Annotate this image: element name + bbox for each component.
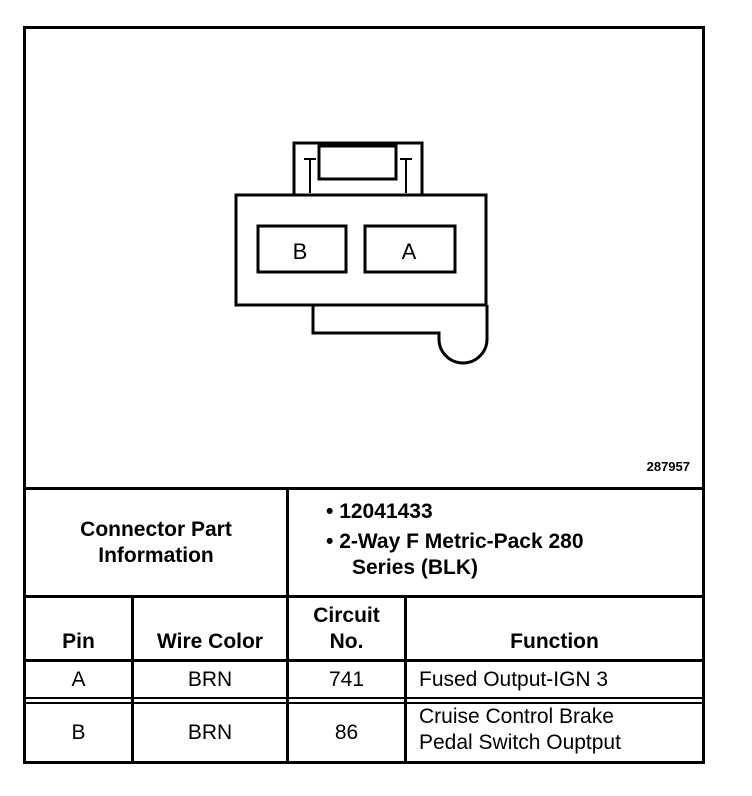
- divider-col-wire: [286, 595, 289, 761]
- connector-lower-tab: [311, 305, 489, 365]
- divider-diagram: [26, 487, 702, 490]
- part-description-line1: 2-Way F Metric-Pack 280: [339, 530, 584, 553]
- cavity-b-label: B: [293, 239, 308, 264]
- divider-col-pin: [131, 595, 134, 761]
- part-info-label-line1: Connector Part: [80, 517, 232, 541]
- cavity-a-box: [363, 224, 457, 274]
- cavity-b-box: [256, 224, 348, 274]
- latch-outer: [292, 141, 424, 195]
- row-b-pin: B: [71, 720, 86, 744]
- part-number: 12041433: [339, 500, 433, 523]
- row-a-circuit: 741: [328, 667, 365, 691]
- divider-part-info: [26, 595, 702, 598]
- divider-part-info-vertical: [286, 487, 289, 597]
- row-b-circuit: 86: [334, 720, 359, 744]
- header-function: Function: [510, 630, 599, 653]
- divider-row-a-2: [26, 702, 702, 704]
- latch-inner: [317, 144, 398, 181]
- latch-tick-left: [304, 158, 316, 193]
- row-a-wire-color: BRN: [187, 667, 233, 691]
- part-info-label: Connector Part Information: [26, 490, 286, 595]
- bullet-dot-icon: •: [326, 530, 334, 553]
- divider-row-a: [26, 697, 702, 699]
- bullet-description: • 2-Way F Metric-Pack 280: [326, 529, 696, 555]
- connector-body: [234, 193, 488, 307]
- header-pin: Pin: [62, 630, 95, 653]
- row-b-function-line1: Cruise Control Brake: [419, 705, 614, 728]
- connector-info-frame: B A 287957 Connector Part Information • …: [23, 26, 705, 764]
- cavity-a-label: A: [402, 239, 417, 264]
- part-description-line2: Series (BLK): [352, 556, 479, 579]
- row-b-function-line2: Pedal Switch Ouptput: [419, 731, 621, 754]
- row-a-pin: A: [71, 667, 86, 691]
- header-wire-color: Wire Color: [157, 630, 263, 653]
- bullet-part-number: • 12041433: [326, 499, 696, 525]
- row-b-wire-color: BRN: [187, 720, 233, 744]
- header-circuit-line1: Circuit: [313, 603, 380, 627]
- part-info-bullets: • 12041433 • 2-Way F Metric-Pack 280 Ser…: [326, 499, 696, 581]
- divider-header: [26, 659, 702, 662]
- latch-tick-right: [400, 158, 412, 193]
- divider-col-circuit: [404, 595, 407, 761]
- header-circuit-line2: No.: [329, 629, 364, 653]
- row-a-function: Fused Output-IGN 3: [419, 667, 609, 691]
- figure-number: 287957: [646, 459, 690, 474]
- connector-diagram: B A: [234, 141, 489, 365]
- header-circuit-no: Circuit No.: [289, 598, 404, 659]
- bullet-dot-icon: •: [326, 500, 334, 523]
- row-b-function: Cruise Control Brake Pedal Switch Ouptpu…: [419, 704, 699, 761]
- part-info-label-line2: Information: [98, 543, 214, 567]
